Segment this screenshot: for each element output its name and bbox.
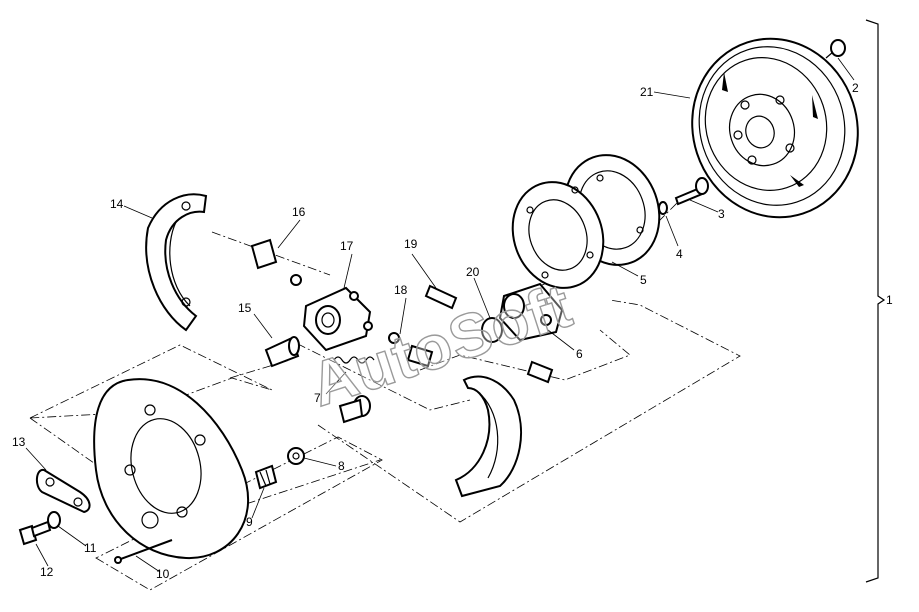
brake-drum (691, 37, 859, 219)
lock-nut (287, 447, 305, 465)
return-spring (333, 356, 375, 364)
assembly-bracket (865, 19, 886, 583)
callout-labels: 1 2 3 4 5 6 7 8 9 10 11 12 13 14 15 16 1… (12, 81, 893, 581)
long-pin (114, 539, 173, 564)
callout-2: 2 (852, 81, 859, 95)
wheel-stud (674, 177, 709, 206)
piston-cap-left (264, 336, 300, 368)
brake-shoe-lower (454, 375, 522, 498)
callout-13: 13 (12, 435, 26, 449)
callout-3: 3 (718, 207, 725, 221)
callout-15: 15 (238, 301, 252, 315)
callout-19: 19 (404, 237, 418, 251)
bolt (18, 520, 52, 546)
wheel-cylinder-left (302, 286, 373, 352)
callout-5: 5 (640, 273, 647, 287)
seal-plates (511, 154, 661, 289)
leader-lines (25, 57, 855, 573)
callout-4: 4 (676, 247, 683, 261)
callout-18: 18 (394, 283, 408, 297)
flange-gasket (36, 468, 91, 514)
callout-14: 14 (110, 197, 124, 211)
back-plate (93, 378, 250, 560)
callout-21: 21 (640, 85, 654, 99)
brake-shoe-upper (145, 193, 208, 332)
compression-spring (254, 464, 278, 490)
drum-screw (825, 39, 846, 59)
anchor-pin (338, 395, 371, 424)
callout-1: 1 (886, 293, 893, 307)
adjuster-sleeve (250, 238, 302, 286)
callout-17: 17 (340, 239, 354, 253)
callout-9: 9 (246, 515, 253, 529)
callout-11: 11 (84, 541, 97, 555)
wheel-cylinder-right (481, 282, 564, 384)
nut (47, 511, 61, 529)
callout-8: 8 (338, 459, 345, 473)
callout-6: 6 (576, 347, 583, 361)
callout-16: 16 (292, 205, 306, 219)
callout-7: 7 (314, 391, 321, 405)
plunger-pin (424, 284, 458, 310)
small-ring (388, 332, 400, 344)
callout-12: 12 (40, 565, 54, 579)
callout-10: 10 (156, 567, 170, 581)
callout-20: 20 (466, 265, 480, 279)
piston-right (406, 344, 434, 368)
